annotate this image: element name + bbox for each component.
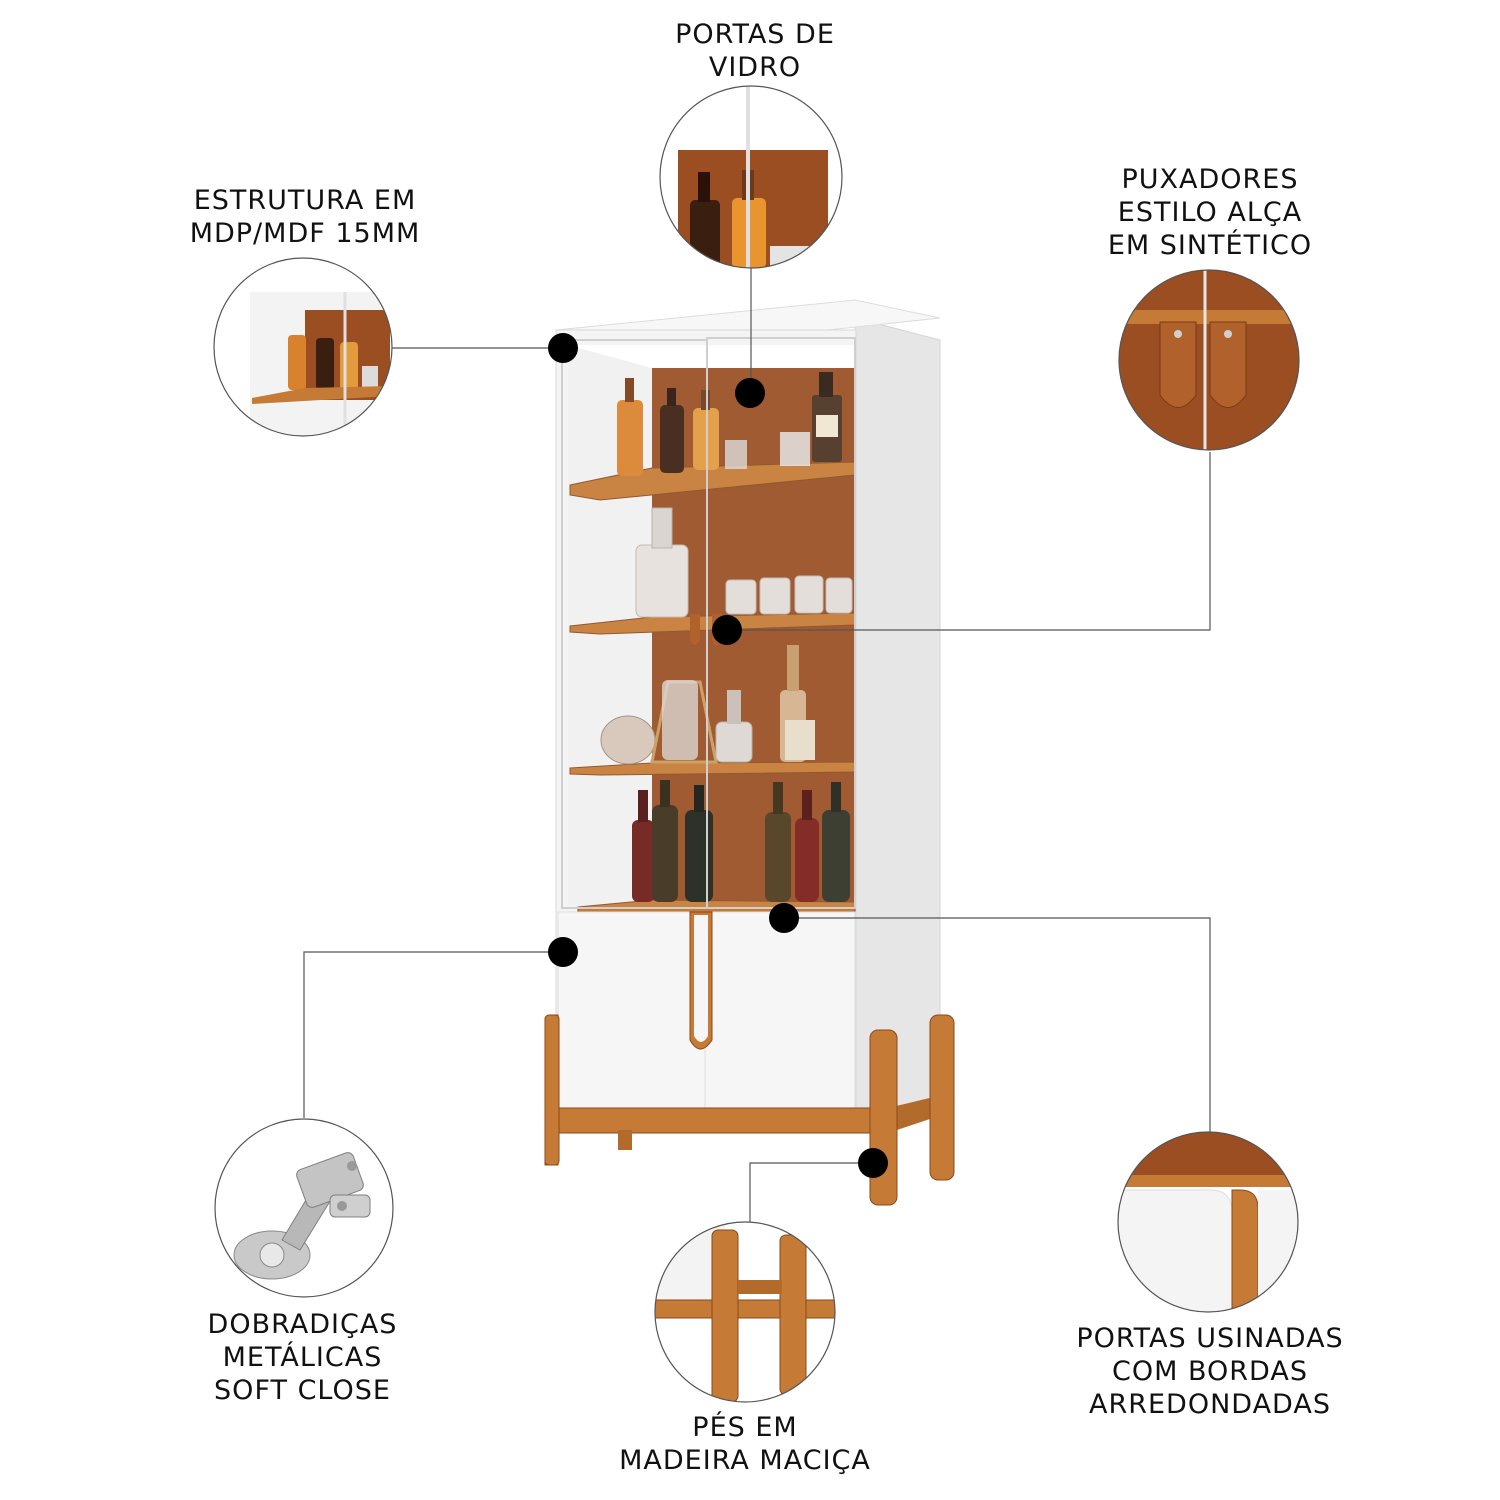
callout-markers bbox=[548, 333, 888, 1178]
label-line: PORTAS DE bbox=[675, 19, 835, 50]
label-line: DOBRADIÇAS bbox=[207, 1309, 398, 1340]
label-line: SOFT CLOSE bbox=[214, 1375, 391, 1406]
marker-portas-usinadas bbox=[769, 903, 799, 933]
wooden-base bbox=[544, 1014, 955, 1206]
callout-label-pes: PÉS EM MADEIRA MACIÇA bbox=[600, 1411, 890, 1477]
label-line: MADEIRA MACIÇA bbox=[619, 1445, 871, 1476]
structure-detail-icon bbox=[213, 257, 393, 437]
callout-label-puxadores: PUXADORES ESTILO ALÇA EM SINTÉTICO bbox=[1075, 163, 1345, 262]
rounded-edge-door-detail-icon bbox=[1117, 1131, 1299, 1313]
lower-doors bbox=[557, 911, 856, 1119]
glass-doors bbox=[561, 337, 856, 909]
label-line: ESTRUTURA EM bbox=[193, 185, 417, 216]
callout-label-estrutura: ESTRUTURA EM MDP/MDF 15MM bbox=[160, 184, 450, 250]
label-line: COM BORDAS bbox=[1112, 1356, 1308, 1387]
hinge-detail-icon bbox=[214, 1118, 394, 1298]
cabinet bbox=[544, 299, 955, 1206]
label-line: ESTILO ALÇA bbox=[1117, 197, 1303, 228]
leather-handle-detail-icon bbox=[1118, 269, 1300, 451]
label-line: EM SINTÉTICO bbox=[1107, 230, 1313, 261]
callout-label-portas-usinadas: PORTAS USINADAS COM BORDAS ARREDONDADAS bbox=[1060, 1322, 1360, 1421]
callout-label-dobradicas: DOBRADIÇAS METÁLICAS SOFT CLOSE bbox=[175, 1308, 430, 1407]
marker-pes bbox=[858, 1148, 888, 1178]
callout-label-portas-de-vidro: PORTAS DE VIDRO bbox=[630, 18, 880, 84]
label-line: METÁLICAS bbox=[222, 1342, 383, 1373]
connector-lines bbox=[303, 268, 1211, 1222]
label-line: PORTAS USINADAS bbox=[1076, 1323, 1344, 1354]
glassware-middle-shelf bbox=[635, 507, 853, 618]
glass-doors-detail-icon bbox=[659, 85, 843, 269]
marker-portas-de-vidro bbox=[735, 378, 765, 408]
label-line: VIDRO bbox=[708, 52, 802, 83]
wood-legs-detail-icon bbox=[654, 1221, 836, 1403]
bottles-top-shelf bbox=[617, 372, 842, 476]
label-line: MDP/MDF 15MM bbox=[189, 218, 421, 249]
marker-puxadores bbox=[712, 615, 742, 645]
marker-dobradicas bbox=[548, 937, 578, 967]
decor-third-shelf bbox=[600, 645, 815, 765]
label-line: PÉS EM bbox=[692, 1412, 798, 1443]
marker-estrutura bbox=[548, 333, 578, 363]
label-line: PUXADORES bbox=[1121, 164, 1299, 195]
label-line: ARREDONDADAS bbox=[1088, 1389, 1331, 1420]
